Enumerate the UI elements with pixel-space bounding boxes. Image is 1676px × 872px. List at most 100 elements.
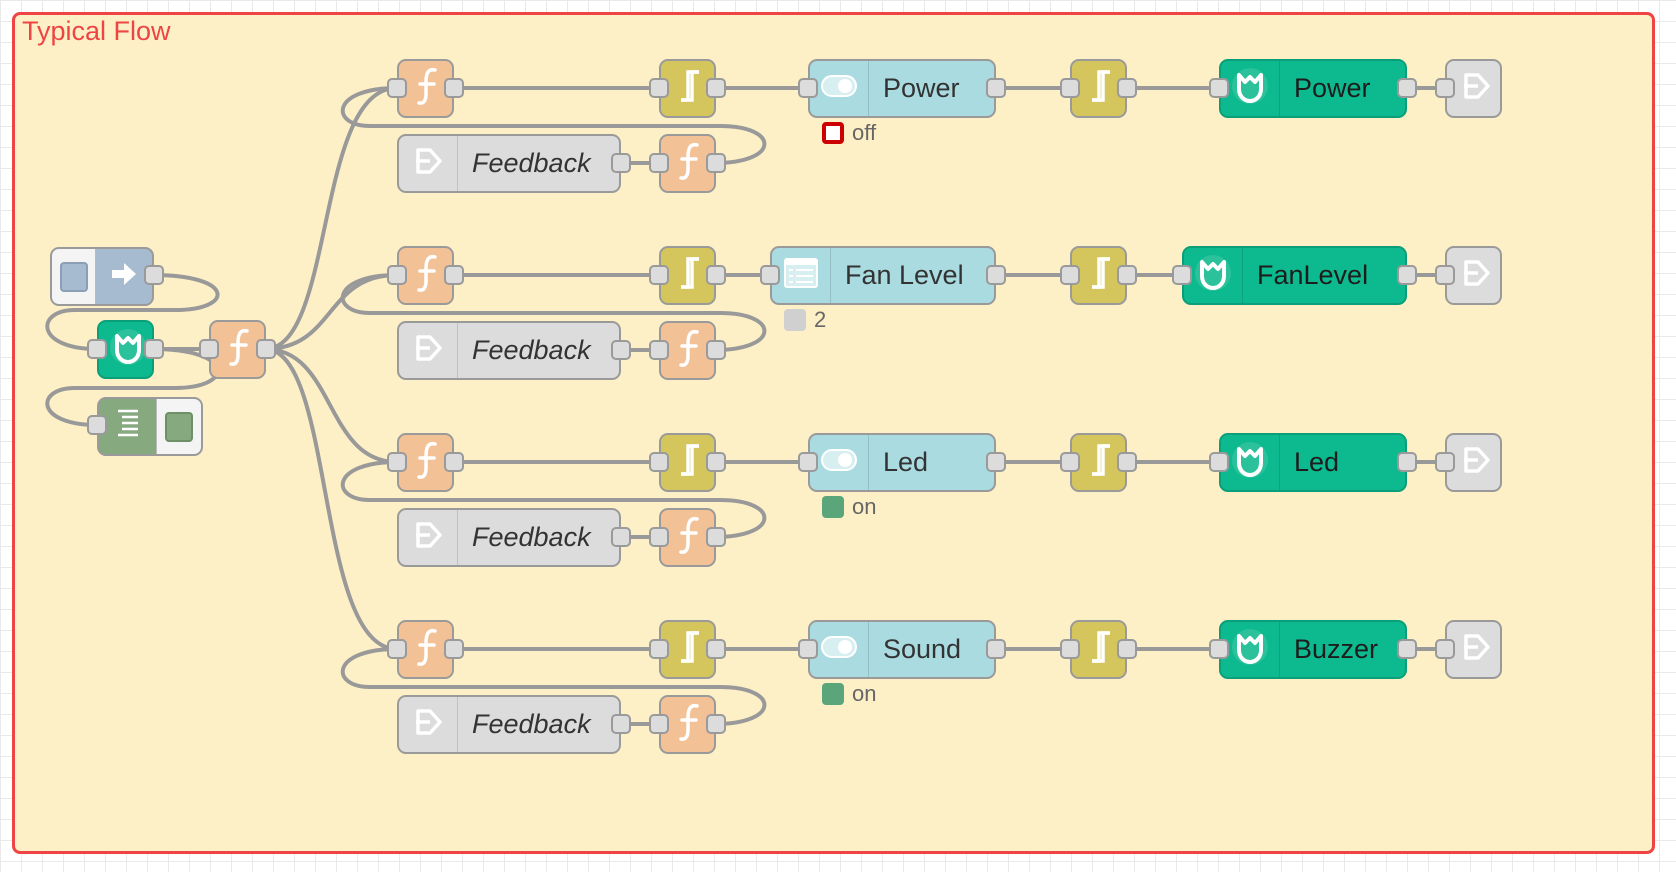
input-port[interactable] xyxy=(649,340,669,360)
miio-action-node-label: Buzzer xyxy=(1294,634,1379,664)
miio-device-node[interactable] xyxy=(97,320,154,379)
feedback-link-in-node[interactable]: Feedback xyxy=(397,695,621,754)
output-port[interactable] xyxy=(706,265,726,285)
dashboard-switch-node-label: Led xyxy=(883,447,929,477)
input-port[interactable] xyxy=(649,265,669,285)
output-port[interactable] xyxy=(144,265,164,285)
dashboard-switch-node[interactable]: Sound xyxy=(808,620,996,679)
input-port[interactable] xyxy=(1060,639,1080,659)
function-icon xyxy=(415,440,441,485)
debug-node[interactable] xyxy=(97,397,203,456)
output-port[interactable] xyxy=(1397,78,1417,98)
input-port[interactable] xyxy=(1435,265,1455,285)
feedback-link-in-node[interactable]: Feedback xyxy=(397,134,621,193)
output-port[interactable] xyxy=(1117,639,1137,659)
input-port[interactable] xyxy=(1172,265,1192,285)
feedback-link-in-node-label: Feedback xyxy=(472,148,591,178)
input-port[interactable] xyxy=(1209,639,1229,659)
output-port[interactable] xyxy=(706,153,726,173)
input-port[interactable] xyxy=(1435,639,1455,659)
miio-action-node[interactable]: FanLevel xyxy=(1182,246,1407,305)
input-port[interactable] xyxy=(387,78,407,98)
link-out-icon xyxy=(413,518,443,557)
output-port[interactable] xyxy=(1117,265,1137,285)
function-icon xyxy=(677,515,703,560)
input-port[interactable] xyxy=(87,415,107,435)
input-port[interactable] xyxy=(387,452,407,472)
input-port[interactable] xyxy=(1209,78,1229,98)
output-port[interactable] xyxy=(986,452,1006,472)
output-port[interactable] xyxy=(444,639,464,659)
link-out-icon xyxy=(1461,443,1491,482)
input-port[interactable] xyxy=(1209,452,1229,472)
output-port[interactable] xyxy=(1117,78,1137,98)
output-port[interactable] xyxy=(256,339,276,359)
status-indicator xyxy=(822,122,844,144)
input-port[interactable] xyxy=(1435,78,1455,98)
output-port[interactable] xyxy=(706,452,726,472)
input-port[interactable] xyxy=(649,78,669,98)
input-port[interactable] xyxy=(1060,265,1080,285)
output-port[interactable] xyxy=(611,340,631,360)
mi-home-icon xyxy=(1194,254,1232,297)
input-port[interactable] xyxy=(798,639,818,659)
input-port[interactable] xyxy=(798,78,818,98)
output-port[interactable] xyxy=(706,78,726,98)
output-port[interactable] xyxy=(444,265,464,285)
input-port[interactable] xyxy=(87,339,107,359)
output-port[interactable] xyxy=(611,527,631,547)
inject-button[interactable] xyxy=(52,249,96,304)
output-port[interactable] xyxy=(611,153,631,173)
output-port[interactable] xyxy=(444,452,464,472)
output-port[interactable] xyxy=(706,714,726,734)
filter-rbe-icon xyxy=(675,253,705,298)
output-port[interactable] xyxy=(1397,265,1417,285)
output-port[interactable] xyxy=(986,639,1006,659)
output-port[interactable] xyxy=(1397,452,1417,472)
output-port[interactable] xyxy=(444,78,464,98)
input-port[interactable] xyxy=(1060,78,1080,98)
output-port[interactable] xyxy=(611,714,631,734)
output-port[interactable] xyxy=(1117,452,1137,472)
filter-rbe-icon xyxy=(1086,253,1116,298)
inject-arrow-icon xyxy=(108,258,140,295)
miio-action-node[interactable]: Led xyxy=(1219,433,1407,492)
output-port[interactable] xyxy=(144,339,164,359)
input-port[interactable] xyxy=(649,639,669,659)
function-icon xyxy=(677,702,703,747)
input-port[interactable] xyxy=(649,527,669,547)
link-out-icon xyxy=(1461,630,1491,669)
input-port[interactable] xyxy=(649,714,669,734)
input-port[interactable] xyxy=(387,639,407,659)
miio-action-node[interactable]: Buzzer xyxy=(1219,620,1407,679)
miio-action-node[interactable]: Power xyxy=(1219,59,1407,118)
input-port[interactable] xyxy=(798,452,818,472)
feedback-link-in-node[interactable]: Feedback xyxy=(397,321,621,380)
dashboard-dropdown-node[interactable]: Fan Level xyxy=(770,246,996,305)
function-node[interactable] xyxy=(397,620,454,679)
feedback-link-in-node[interactable]: Feedback xyxy=(397,508,621,567)
output-port[interactable] xyxy=(706,340,726,360)
debug-list-icon xyxy=(116,407,140,446)
mi-home-icon xyxy=(1231,441,1269,484)
input-port[interactable] xyxy=(1435,452,1455,472)
input-port[interactable] xyxy=(649,452,669,472)
input-port[interactable] xyxy=(199,339,219,359)
output-port[interactable] xyxy=(986,265,1006,285)
function-icon xyxy=(415,627,441,672)
input-port[interactable] xyxy=(760,265,780,285)
output-port[interactable] xyxy=(986,78,1006,98)
switch-icon xyxy=(821,449,857,476)
debug-toggle-button[interactable] xyxy=(156,399,201,454)
filter-rbe-icon xyxy=(675,66,705,111)
input-port[interactable] xyxy=(387,265,407,285)
inject-node[interactable] xyxy=(50,247,154,306)
dashboard-switch-node[interactable]: Led xyxy=(808,433,996,492)
output-port[interactable] xyxy=(1397,639,1417,659)
input-port[interactable] xyxy=(1060,452,1080,472)
output-port[interactable] xyxy=(706,527,726,547)
output-port[interactable] xyxy=(706,639,726,659)
dashboard-switch-node[interactable]: Power xyxy=(808,59,996,118)
filter-rbe-icon xyxy=(675,440,705,485)
input-port[interactable] xyxy=(649,153,669,173)
